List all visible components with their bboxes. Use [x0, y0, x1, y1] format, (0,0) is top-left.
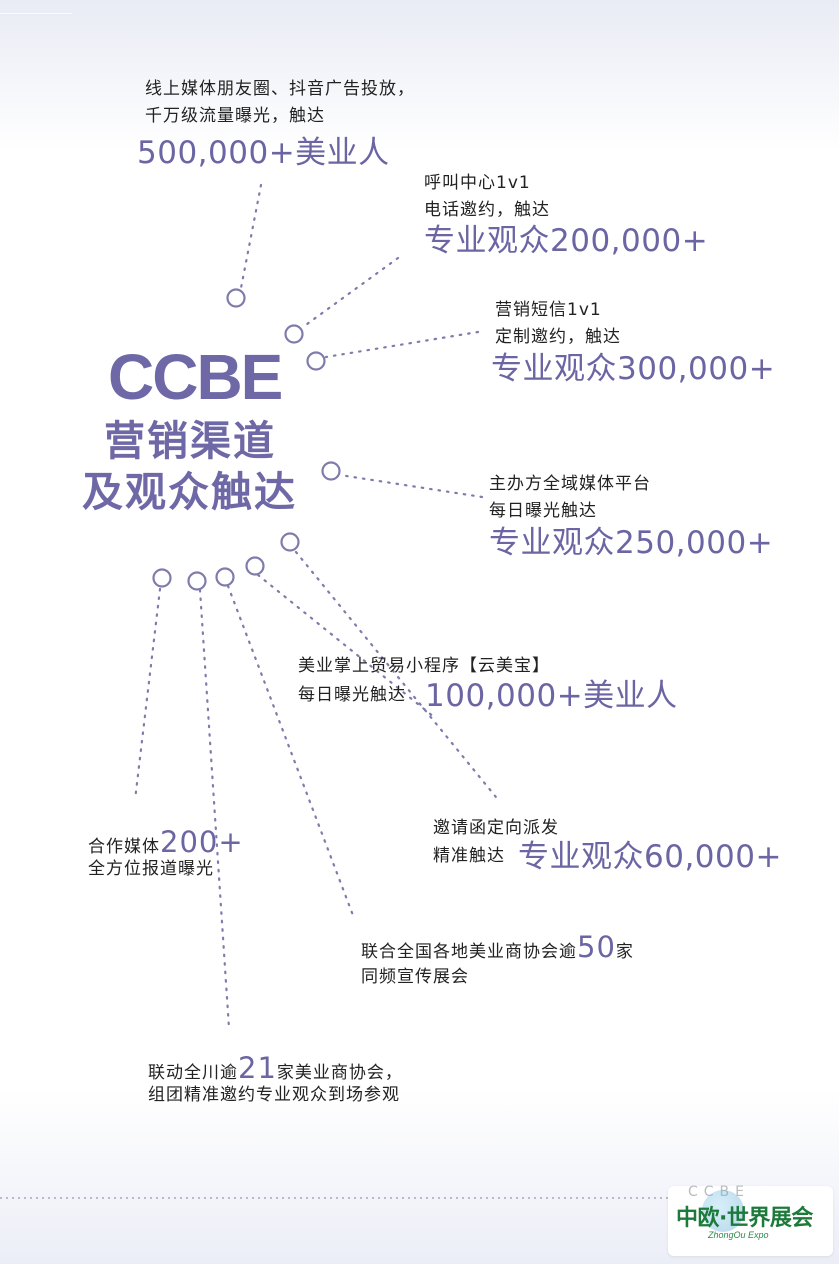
node-invite — [280, 532, 300, 552]
sms-figure: 专业观众300,000+ — [491, 351, 776, 387]
call-line2: 电话邀约，触达 — [424, 200, 550, 220]
node-media — [152, 568, 172, 588]
connector-miniapp — [256, 573, 436, 719]
social-line1: 线上媒体朋友圈、抖音广告投放， — [145, 79, 415, 99]
page-title-line1: 营销渠道 — [104, 417, 276, 465]
connector-sichuan — [198, 588, 231, 1030]
invite-line2: 精准触达 — [433, 846, 505, 866]
sichuan-number: 21 — [238, 1051, 277, 1085]
sms-line1: 营销短信1v1 — [495, 300, 602, 320]
call-line1: 呼叫中心1v1 — [424, 173, 531, 193]
organizer-line2: 每日曝光触达 — [489, 501, 597, 521]
national-number: 50 — [577, 930, 616, 964]
connector-national — [226, 584, 356, 920]
sichuan-suffix: 家美业商协会， — [276, 1063, 403, 1083]
invite-line1: 邀请函定向派发 — [433, 818, 559, 838]
node-call — [284, 324, 304, 344]
social-figure: 500,000+美业人 — [137, 135, 390, 171]
node-national — [215, 567, 235, 587]
footer-brand-en: ZhongOu Expo — [708, 1230, 769, 1240]
connector-sms — [324, 330, 480, 359]
sms-line2: 定制邀约，触达 — [495, 327, 621, 347]
connector-social — [239, 183, 263, 290]
connector-call — [301, 256, 400, 329]
media-prefix: 合作媒体 — [88, 837, 160, 857]
node-social — [226, 288, 246, 308]
organizer-figure: 专业观众250,000+ — [489, 525, 774, 561]
miniapp-line2: 每日曝光触达 — [298, 685, 406, 705]
node-sichuan — [187, 571, 207, 591]
sichuan-line1: 联动全川逾21家美业商协会， — [148, 1054, 403, 1086]
invite-figure: 专业观众60,000+ — [518, 839, 782, 875]
page-title-line2: 及观众触达 — [82, 468, 297, 516]
national-line2: 同频宣传展会 — [361, 967, 469, 987]
national-suffix: 家 — [615, 942, 634, 962]
call-figure: 专业观众200,000+ — [424, 223, 709, 259]
top-divider — [0, 13, 72, 14]
footer-brand: 中欧·世界展会 — [676, 1206, 813, 1231]
globe-icon — [702, 1190, 744, 1232]
media-line1: 合作媒体200+ — [88, 828, 244, 860]
sichuan-line2: 组团精准邀约专业观众到场参观 — [148, 1085, 400, 1105]
node-organizer — [321, 461, 341, 481]
connector-invite — [294, 550, 502, 804]
organizer-line1: 主办方全域媒体平台 — [489, 474, 651, 494]
media-number: 200+ — [160, 825, 244, 859]
ccbe-logo: CCBE — [108, 341, 283, 413]
miniapp-figure: 100,000+美业人 — [425, 678, 678, 714]
connector-organizer — [338, 473, 484, 499]
sichuan-prefix: 联动全川逾 — [148, 1063, 238, 1083]
national-prefix: 联合全国各地美业商协会逾 — [361, 942, 577, 962]
node-miniapp — [245, 556, 265, 576]
media-line2: 全方位报道曝光 — [88, 859, 214, 879]
social-line2: 千万级流量曝光，触达 — [145, 106, 325, 126]
node-sms — [306, 351, 326, 371]
footer-faint-text: CCBE — [688, 1184, 751, 1200]
national-line1: 联合全国各地美业商协会逾50家 — [361, 933, 634, 965]
zhongou-expo-logo: CCBE 中欧·世界展会 ZhongOu Expo — [668, 1184, 833, 1256]
miniapp-line1: 美业掌上贸易小程序【云美宝】 — [298, 656, 550, 676]
connector-media — [133, 587, 162, 802]
